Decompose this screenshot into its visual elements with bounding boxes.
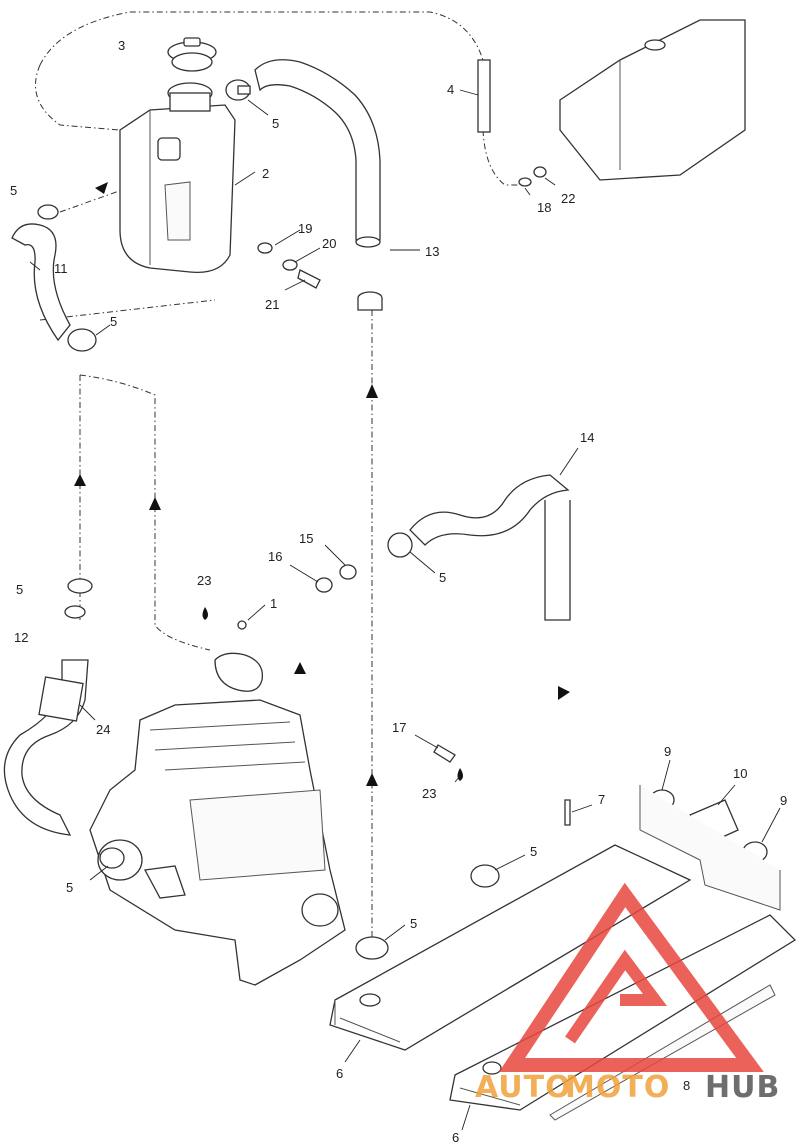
callout-18: 18: [537, 200, 551, 215]
remote-tank: [477, 19, 746, 187]
callout-5: 5: [66, 880, 73, 895]
callout-5: 5: [410, 916, 417, 931]
callout-7: 7: [598, 792, 605, 807]
expansion-tank: [119, 82, 236, 274]
hose-clamps-lower: [99, 847, 500, 960]
watermark-moto: MOTO: [565, 1070, 670, 1105]
watermark-auto: AUTO: [475, 1070, 572, 1105]
callout-9: 9: [780, 793, 787, 808]
upper-hose: [254, 59, 383, 311]
callout-6: 6: [336, 1066, 343, 1081]
thermostat-housing: [214, 652, 264, 692]
hose-11: [11, 204, 97, 352]
radiator-cap: [167, 37, 217, 72]
callout-2: 2: [262, 166, 269, 181]
automotohub-watermark: AUTO MOTO HUB: [475, 882, 780, 1105]
callout-23: 23: [422, 786, 436, 801]
callout-23: 23: [197, 573, 211, 588]
callout-5: 5: [530, 844, 537, 859]
callout-5: 5: [272, 116, 279, 131]
callout-12: 12: [14, 630, 28, 645]
callout-16: 16: [268, 549, 282, 564]
tank-fasteners: [257, 242, 321, 289]
callout-5: 5: [110, 314, 117, 329]
callout-9: 9: [664, 744, 671, 759]
callout-5: 5: [10, 183, 17, 198]
callout-6: 6: [452, 1130, 459, 1145]
bleeder-and-bolt: [564, 799, 571, 826]
callout-24: 24: [96, 722, 110, 737]
clamp-rings-left: [64, 578, 93, 619]
callout-13: 13: [425, 244, 439, 259]
callout-10: 10: [733, 766, 747, 781]
callout-5: 5: [439, 570, 446, 585]
hose-12: [3, 659, 89, 836]
callout-3: 3: [118, 38, 125, 53]
callout-11: 11: [54, 261, 68, 276]
callout-14: 14: [580, 430, 594, 445]
callout-1: 1: [270, 596, 277, 611]
callout-15: 15: [299, 531, 313, 546]
hose-14: [387, 474, 571, 621]
connector-hose: [639, 785, 781, 911]
callout-21: 21: [265, 297, 279, 312]
leader-lines: [29, 89, 781, 1131]
callout-20: 20: [322, 236, 336, 251]
hose-clamp-top: [225, 79, 251, 101]
coolant-flow-lines: [35, 11, 520, 950]
callout-labels: 3 4 5 5 2 19 20 13 22 18 11 5 21 14 15 1…: [10, 38, 787, 1145]
watermark-triangle-logo: [498, 882, 764, 1072]
callout-19: 19: [298, 221, 312, 236]
callout-5: 5: [16, 582, 23, 597]
outlet-fittings: [315, 564, 357, 593]
callout-4: 4: [447, 82, 454, 97]
callout-8: 8: [683, 1078, 690, 1093]
callout-17: 17: [392, 720, 406, 735]
watermark-hub: HUB: [705, 1070, 780, 1105]
engine-block: [89, 699, 346, 986]
radiator-upper: [329, 844, 692, 1051]
callout-22: 22: [561, 191, 575, 206]
